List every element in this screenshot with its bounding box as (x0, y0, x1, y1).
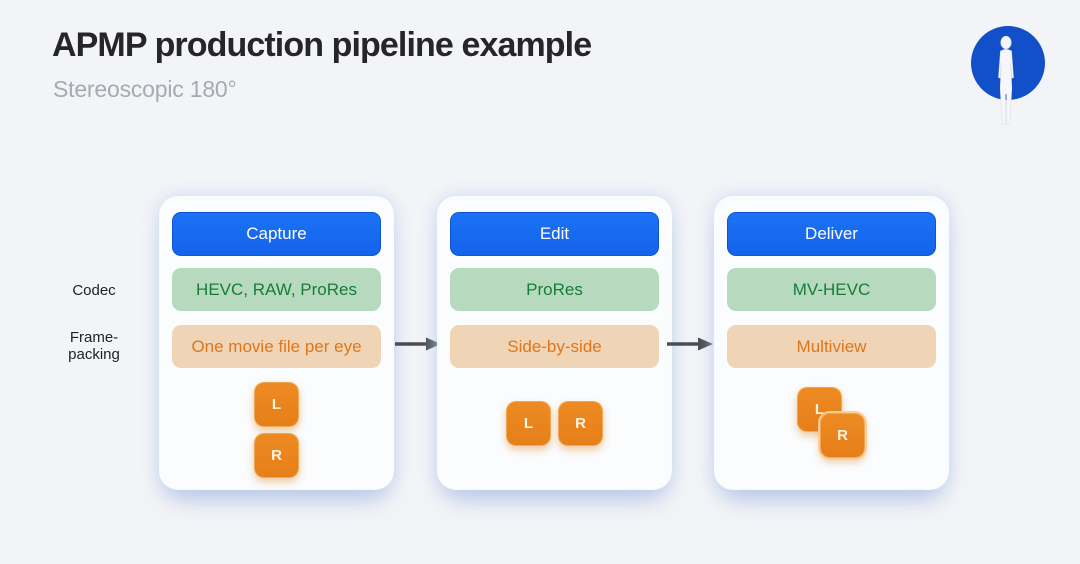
pipeline-card-edit: Edit ProRes Side-by-side L R (438, 197, 671, 489)
stage-header-edit: Edit (450, 212, 659, 256)
frame-packing-diagram-deliver: L R (715, 387, 948, 482)
page-title: APMP production pipeline example (52, 26, 592, 64)
codec-value-edit: ProRes (450, 268, 659, 311)
stage-header-capture: Capture (172, 212, 381, 256)
codec-value-capture: HEVC, RAW, ProRes (172, 268, 381, 311)
left-eye-box: L (506, 401, 551, 446)
left-eye-box: L (254, 382, 299, 427)
row-label-frame-packing-line2: packing (68, 346, 120, 363)
arrow-right-icon (395, 337, 441, 351)
page-subtitle: Stereoscopic 180° (53, 76, 237, 102)
row-label-frame-packing: Frame- packing (46, 329, 142, 363)
pipeline-card-deliver: Deliver MV-HEVC Multiview L R (715, 197, 948, 489)
arrow-right-icon (667, 337, 713, 351)
stage-header-deliver: Deliver (727, 212, 936, 256)
right-eye-box: R (254, 433, 299, 478)
frame-packing-value-edit: Side-by-side (450, 325, 659, 368)
right-eye-box: R (820, 413, 865, 458)
frame-packing-value-deliver: Multiview (727, 325, 936, 368)
row-label-frame-packing-line1: Frame- (69, 329, 119, 346)
right-eye-box: R (558, 401, 603, 446)
frame-packing-value-capture: One movie file per eye (172, 325, 381, 368)
frame-packing-diagram-capture: L R (160, 382, 393, 478)
pipeline-card-capture: Capture HEVC, RAW, ProRes One movie file… (160, 197, 393, 489)
left-eye-box: L (797, 387, 842, 432)
row-label-codec: Codec (72, 282, 116, 299)
codec-value-deliver: MV-HEVC (727, 268, 936, 311)
frame-packing-diagram-edit: L R (438, 401, 671, 446)
person-in-blue-circle-icon (962, 16, 1054, 134)
